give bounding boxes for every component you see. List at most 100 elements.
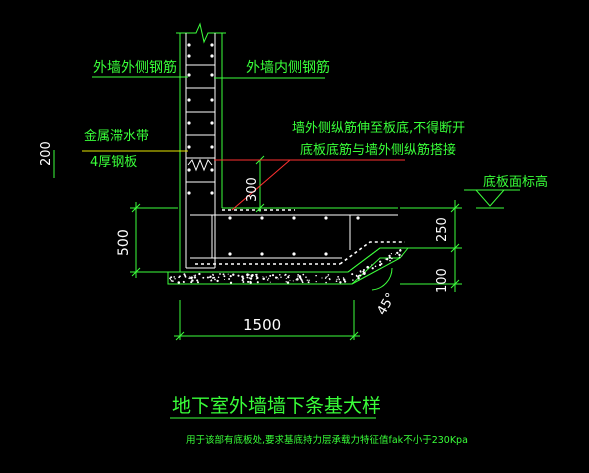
gravel-dot [378, 263, 382, 267]
gravel-dot [324, 277, 327, 279]
gravel-dot [242, 277, 245, 280]
gravel-dot [266, 279, 269, 281]
gravel-dot [394, 253, 396, 255]
gravel-dot [208, 276, 210, 279]
gravel-dot [227, 273, 229, 275]
gravel-dot [188, 277, 191, 280]
wall-outline [176, 22, 226, 272]
gravel-dot [223, 275, 226, 278]
gravel-dot [401, 255, 403, 257]
drawing-title: 地下室外墙墙下条基大样 [172, 395, 381, 417]
angle-mark [351, 257, 401, 291]
gravel-dot [297, 274, 299, 276]
gravel-dot [241, 275, 244, 278]
gravel-dot [306, 279, 308, 281]
gravel-dot [190, 276, 193, 279]
dim-500 [130, 202, 178, 278]
dim-label-500: 500 [116, 229, 132, 256]
gravel-dot [229, 281, 233, 284]
gravel-dot [185, 276, 187, 278]
gravel-dot [183, 281, 185, 283]
gravel-dot [269, 281, 271, 283]
gravel-dot [384, 258, 386, 260]
gravel-dot [191, 279, 194, 282]
gravel-dot [301, 280, 303, 282]
gravel-dot [315, 280, 317, 283]
gravel-dot [337, 276, 339, 278]
gravel-dot [308, 279, 310, 282]
gravel-dot [371, 264, 373, 266]
gravel-dot [255, 275, 258, 278]
gravel-dot [256, 281, 259, 284]
gravel-dot [390, 253, 392, 255]
gravel-dot [262, 276, 264, 278]
gravel-dot [307, 281, 310, 284]
waterstop-plate [187, 158, 213, 172]
gravel-dot [328, 278, 331, 281]
label-slab-top-elevation: 底板面标高 [483, 174, 548, 190]
gravel-dot [206, 276, 209, 279]
gravel-dot [173, 276, 175, 278]
gravel-dot [229, 275, 232, 278]
gravel-dot [302, 273, 305, 276]
gravel-dot [385, 258, 387, 260]
gravel-dot [388, 254, 391, 257]
gravel-dot [250, 281, 252, 283]
gravel-dot [271, 274, 275, 277]
gravel-dot [278, 273, 281, 276]
gravel-dot [246, 273, 249, 276]
angle-label: 45° [374, 291, 399, 318]
gravel-dot [315, 274, 317, 277]
gravel-dot [170, 279, 173, 282]
gravel-dot [189, 276, 191, 278]
gravel-dot [232, 273, 235, 276]
gravel-dot [389, 259, 391, 262]
gravel-dot [301, 281, 304, 284]
gravel-dot [262, 277, 265, 281]
gravel-dot [276, 276, 278, 279]
gravel-dot [246, 276, 249, 279]
gravel-dot [356, 275, 358, 277]
gravel-dot [209, 275, 212, 278]
gravel-dot [277, 278, 279, 280]
label-note-line2: 底板底筋与墙外侧纵筋搭接 [300, 142, 456, 158]
gravel-dot [170, 279, 172, 281]
dim-label-1500: 1500 [243, 316, 281, 334]
gravel-dot [256, 277, 259, 279]
label-waterstop-line1: 金属滞水带 [84, 128, 149, 144]
dim-right [400, 200, 462, 292]
slab-rebar [190, 214, 398, 259]
gravel-dot [267, 277, 270, 280]
gravel-dot [335, 280, 338, 283]
gravel-dot [343, 279, 345, 281]
elevation-marker [464, 189, 520, 209]
gravel-dot [242, 281, 245, 283]
dim-1500 [174, 300, 360, 341]
gravel-dot [174, 278, 176, 280]
gravel-dot [374, 265, 377, 268]
label-inner-rebar: 外墙内侧钢筋 [246, 59, 330, 76]
gravel-dot [327, 275, 329, 277]
gravel-dot [357, 277, 360, 280]
gravel-dot [288, 274, 290, 277]
gravel-dot [338, 278, 341, 281]
gravel-dot [179, 275, 181, 278]
gravel-dot [196, 279, 199, 282]
gravel-dot [339, 281, 342, 284]
gravel-dot [286, 281, 290, 284]
gravel-dot [280, 276, 282, 279]
gravel-dot [193, 276, 197, 279]
dim-label-100: 100 [435, 268, 450, 293]
gravel-dot [327, 274, 330, 276]
gravel-dot [388, 256, 392, 259]
gravel-dot [228, 278, 231, 280]
dim-label-200: 200 [39, 141, 54, 166]
gravel-dot [366, 265, 369, 269]
gravel-dot [202, 276, 205, 279]
gravel-dot [216, 279, 219, 283]
gravel-dot [241, 279, 244, 282]
gravel-dot [223, 278, 226, 281]
gravel-dot [265, 276, 267, 278]
gravel-dot [194, 274, 197, 277]
gravel-dot [172, 280, 174, 282]
